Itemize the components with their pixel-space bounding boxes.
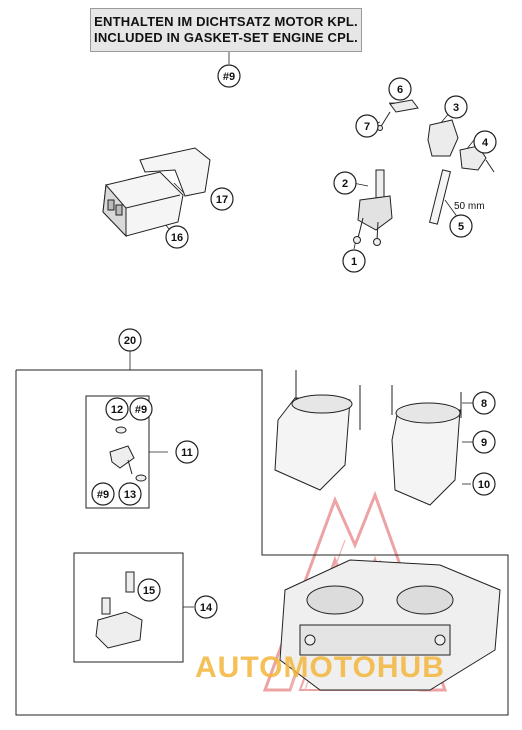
svg-text:#9: #9 xyxy=(135,404,147,416)
svg-text:2: 2 xyxy=(342,178,348,190)
callout-10: 10 xyxy=(472,472,496,496)
throttle-body-part xyxy=(279,559,501,691)
callout-7: 7 xyxy=(355,114,379,138)
callout-12: 12 xyxy=(105,397,129,421)
svg-text:9: 9 xyxy=(481,437,487,449)
callout-13: 13 xyxy=(118,482,142,506)
watermark-text: AUTOMOTOHUB xyxy=(195,651,445,684)
position-sensor-part xyxy=(353,169,393,246)
callout-gasket-injector-bottom: #9 xyxy=(91,482,115,506)
gasket-set-notice: ENTHALTEN IM DICHTSATZ MOTOR KPL. INCLUD… xyxy=(90,8,362,52)
control-unit-part xyxy=(102,147,211,238)
notice-line-english: INCLUDED IN GASKET-SET ENGINE CPL. xyxy=(94,30,358,45)
svg-text:8: 8 xyxy=(481,398,487,410)
callout-gasket-set: #9 xyxy=(217,64,241,88)
injector-kit-box xyxy=(85,395,150,509)
svg-text:11: 11 xyxy=(181,447,193,459)
svg-text:17: 17 xyxy=(216,194,228,206)
measure-label: 50 mm xyxy=(454,201,485,212)
callout-3: 3 xyxy=(444,95,468,119)
callout-2: 2 xyxy=(333,171,357,195)
small-parts xyxy=(377,99,495,225)
svg-text:1: 1 xyxy=(351,256,357,268)
svg-text:16: 16 xyxy=(171,232,183,244)
svg-text:15: 15 xyxy=(143,585,155,597)
callout-17: 17 xyxy=(210,187,234,211)
callout-11: 11 xyxy=(175,440,199,464)
svg-text:20: 20 xyxy=(124,335,136,347)
callout-5: 50 mm 5 xyxy=(449,201,485,238)
throttle-body-assembly-frame xyxy=(15,369,509,716)
injector-part xyxy=(109,426,147,482)
assembly-boundaries xyxy=(15,369,509,716)
callout-6: 6 xyxy=(388,77,412,101)
svg-text:#9: #9 xyxy=(223,71,235,83)
svg-text:6: 6 xyxy=(397,84,403,96)
svg-text:7: 7 xyxy=(364,121,370,133)
callout-8: 8 xyxy=(472,391,496,415)
svg-text:13: 13 xyxy=(124,489,136,501)
callout-16: 16 xyxy=(165,225,189,249)
callout-4: 4 xyxy=(473,130,497,154)
callout-20: 20 xyxy=(118,328,142,352)
callout-9: 9 xyxy=(472,430,496,454)
svg-text:10: 10 xyxy=(478,479,490,491)
callout-layer: #9 1 2 3 4 50 mm 5 xyxy=(91,64,497,619)
leader-lines xyxy=(129,52,475,608)
svg-text:12: 12 xyxy=(111,404,123,416)
callout-1: 1 xyxy=(342,249,366,273)
notice-line-german: ENTHALTEN IM DICHTSATZ MOTOR KPL. xyxy=(94,14,358,29)
sensor-kit-box xyxy=(73,552,184,663)
intake-funnels xyxy=(274,370,462,506)
svg-text:14: 14 xyxy=(200,602,213,614)
callout-gasket-injector-top: #9 xyxy=(129,397,153,421)
pressure-sensor-part xyxy=(95,571,143,649)
svg-text:3: 3 xyxy=(453,102,459,114)
svg-text:#9: #9 xyxy=(97,489,109,501)
callout-14: 14 xyxy=(194,595,218,619)
callout-15: 15 xyxy=(137,578,161,602)
svg-text:5: 5 xyxy=(458,221,464,233)
svg-text:4: 4 xyxy=(482,137,489,149)
